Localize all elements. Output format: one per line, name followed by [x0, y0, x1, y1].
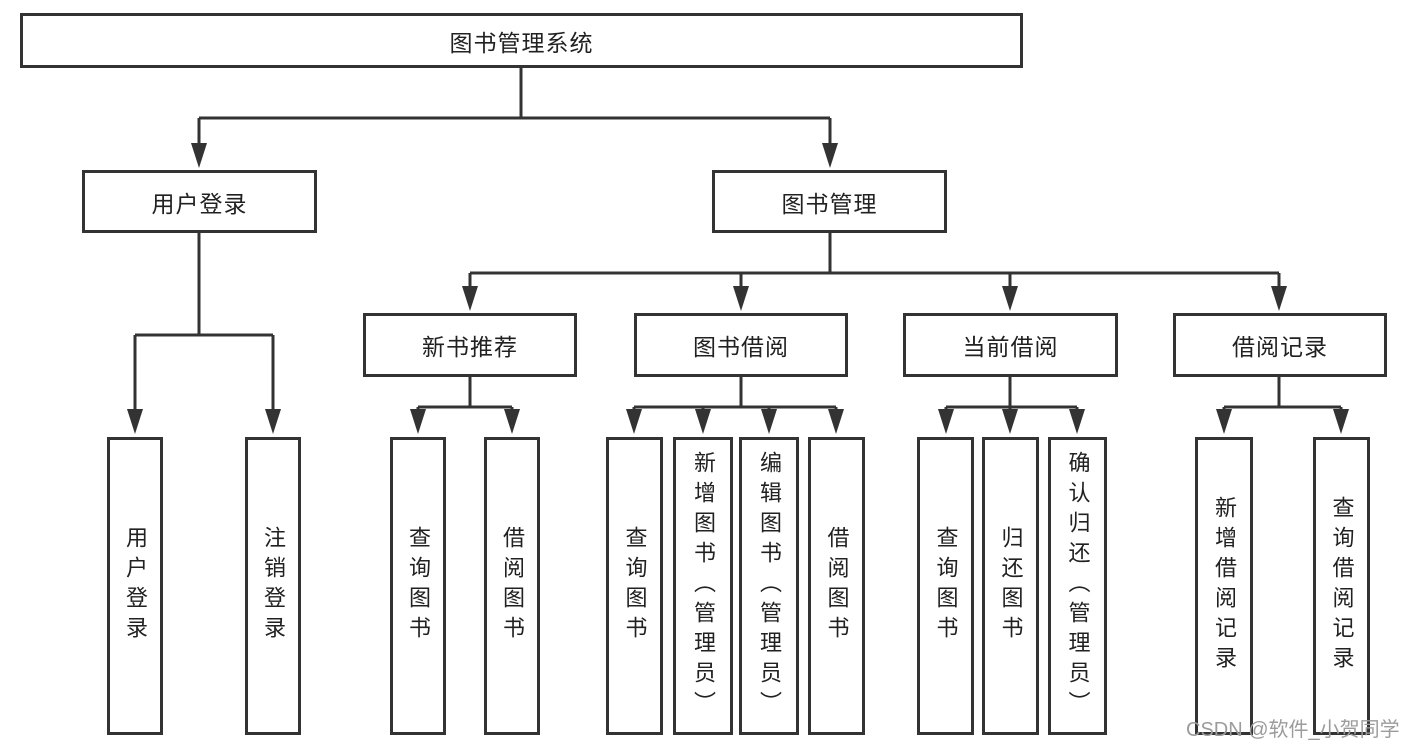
- node-borrow-records: 借阅记录: [1173, 313, 1387, 377]
- node-current-borrow: 当前借阅: [903, 313, 1118, 377]
- connector-book-borrow-children: [626, 377, 844, 434]
- leaf-query-books-recommend: 查询图书: [390, 437, 446, 735]
- connector-current-borrow-children: [938, 377, 1085, 434]
- connector-book-management-children: [462, 233, 1287, 311]
- node-root: 图书管理系统: [20, 13, 1023, 68]
- leaf-query-borrow-record: 查询借阅记录: [1313, 437, 1370, 735]
- leaf-add-borrow-record: 新增借阅记录: [1195, 437, 1253, 735]
- connector-new-book-children: [410, 377, 520, 434]
- leaf-query-books-current: 查询图书: [917, 437, 974, 735]
- connector-root-to-level2: [191, 68, 838, 168]
- node-new-book-recommend: 新书推荐: [363, 313, 577, 377]
- node-user-login: 用户登录: [82, 170, 317, 233]
- node-book-management: 图书管理: [712, 170, 947, 233]
- leaf-logout-login: 注销登录: [245, 437, 301, 735]
- leaf-borrow-books-borrow: 借阅图书: [808, 437, 865, 735]
- leaf-add-book-admin: 新增图书（管理员）: [673, 437, 733, 735]
- leaf-return-books: 归还图书: [982, 437, 1039, 735]
- leaf-confirm-return-admin: 确认归还（管理员）: [1048, 437, 1107, 735]
- connector-borrow-records-children: [1216, 377, 1349, 434]
- leaf-edit-book-admin: 编辑图书（管理员）: [739, 437, 799, 735]
- connector-user-login-children: [127, 233, 281, 434]
- leaf-query-books-borrow: 查询图书: [606, 437, 663, 735]
- csdn-watermark: CSDN @软件_小贺同学: [1186, 719, 1400, 741]
- leaf-borrow-books-recommend: 借阅图书: [484, 437, 540, 735]
- node-book-borrow: 图书借阅: [634, 313, 848, 377]
- leaf-user-login: 用户登录: [107, 437, 163, 735]
